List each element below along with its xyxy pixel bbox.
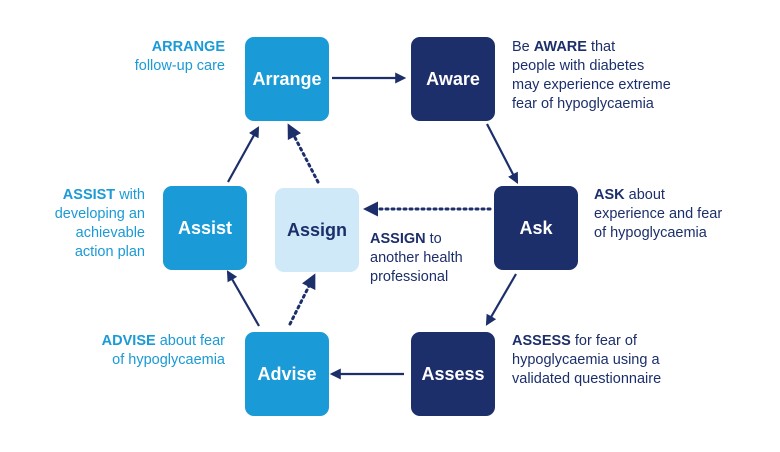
aware-box: Aware [411,37,495,121]
arrow-aware-to-ask [486,123,519,184]
assist-note-keyword: ASSIST [62,187,116,203]
arrange-note: ARRANGE follow-up care [60,38,225,76]
arrange-note-line2: follow-up care [134,58,225,74]
advise-note-line2: of hypoglycaemia [112,352,225,368]
arrow-ask-to-assess [485,273,517,326]
ask-note-line2: experience and fear [594,206,723,222]
arrange-note-keyword: ARRANGE [151,39,225,55]
assist-box-label: Assist [177,217,233,238]
assist-note-line4: action plan [74,244,145,260]
assist-note-line2: developing an [54,206,145,222]
advise-box-label: Advise [257,363,317,384]
aware-note-post: that [586,39,616,55]
assign-box: Assign [275,188,359,272]
ask-note-line3: of hypoglycaemia [594,225,707,241]
arrow-advise-to-assist [226,270,260,327]
aware-note: Be AWARE that people with diabetes may e… [512,38,712,114]
advise-note: ADVISE about fear of hypoglycaemia [60,332,225,370]
assign-note-keyword: ASSIGN [370,231,426,247]
ask-note-post: about [624,187,665,203]
advise-note-keyword: ADVISE [101,333,156,349]
assess-note: ASSESS for fear of hypoglycaemia using a… [512,332,712,389]
assess-box: Assess [411,332,495,416]
ask-box: Ask [494,186,578,270]
assist-box: Assist [163,186,247,270]
assign-note-post: to [425,231,442,247]
arrow-advise-to-assign [288,273,316,326]
aware-note-line3: may experience extreme [512,77,671,93]
aware-box-label: Aware [426,68,480,89]
assign-note-line2: another health [370,250,463,266]
assist-note: ASSIST with developing an achievable act… [10,186,145,262]
assess-box-label: Assess [421,363,485,384]
assess-note-keyword: ASSESS [512,333,571,349]
advise-box: Advise [245,332,329,416]
assign-box-label: Assign [286,219,347,240]
ask-note: ASK about experience and fear of hypogly… [594,186,754,243]
assign-note: ASSIGN to another health professional [370,230,490,287]
aware-note-line4: fear of hypoglycaemia [512,96,654,112]
aware-note-line2: people with diabetes [512,58,645,74]
arrow-assist-to-arrange [227,126,260,183]
arrow-assign-to-arrange [287,123,320,184]
ask-box-label: Ask [519,217,553,238]
assist-note-post: with [115,187,145,203]
arrange-box-label: Arrange [252,68,322,89]
assist-note-line3: achievable [75,225,145,241]
assign-note-line3: professional [370,269,449,285]
arrange-box: Arrange [245,37,329,121]
aware-note-keyword: AWARE [533,39,587,55]
aware-note-pre: Be [512,39,534,55]
assess-note-line2: hypoglycaemia using a [512,352,660,368]
advise-note-post: about fear [155,333,225,349]
ask-note-keyword: ASK [594,187,625,203]
assess-note-line3: validated questionnaire [512,371,662,387]
assess-note-post: for fear of [570,333,637,349]
